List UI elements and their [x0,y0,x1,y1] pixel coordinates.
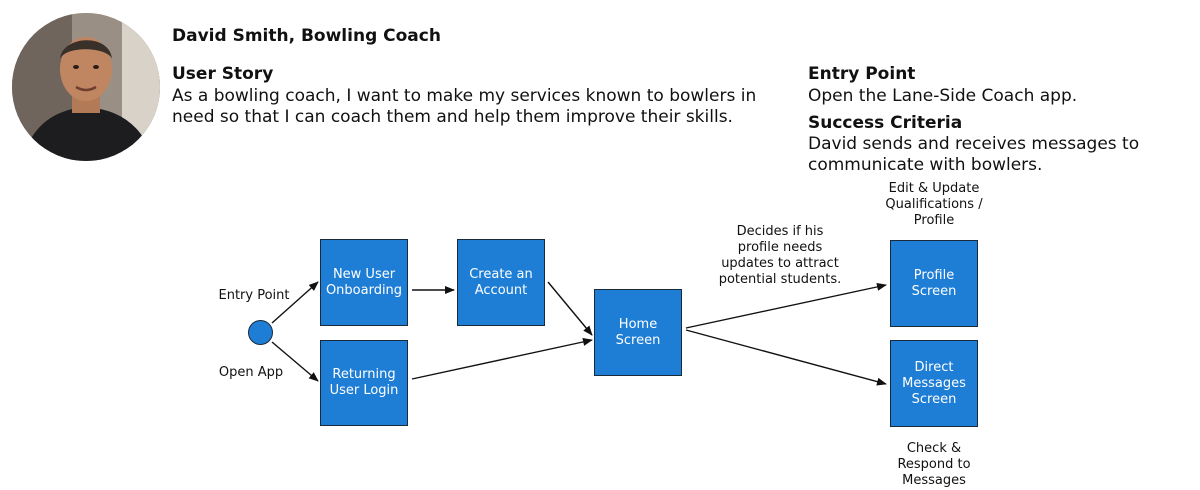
arrow-create-to-home [547,281,593,336]
persona-name: David Smith, Bowling Coach [172,26,441,46]
node-label: Direct Messages Screen [902,359,966,407]
start-node [248,320,273,345]
node-label: Home Screen [615,316,661,348]
arrow-home-to-dm [685,329,887,386]
open-app-label: Open App [218,365,284,380]
direct-messages-screen-node: Direct Messages Screen [890,340,978,427]
user-story-text: As a bowling coach, I want to make my se… [172,86,757,127]
new-user-onboarding-node: New User Onboarding [320,239,408,326]
decides-annotation: Decides if his profile needs updates to … [718,224,842,287]
entry-point-label: Entry Point [218,288,290,303]
node-label: Profile Screen [911,267,957,299]
entry-point-title: Entry Point [808,64,916,84]
create-account-node: Create an Account [457,239,545,326]
arrow-login-to-home [411,337,593,380]
profile-screen-node: Profile Screen [890,240,978,327]
user-story-title: User Story [172,64,274,84]
success-criteria-title: Success Criteria [808,113,963,133]
check-messages-annotation: Check & Respond to Messages [897,441,971,488]
edit-profile-annotation: Edit & Update Qualifications / Profile [885,181,983,228]
avatar [12,13,160,161]
arrow-home-to-profile [685,282,887,329]
avatar-photo [12,13,160,161]
home-screen-node: Home Screen [594,289,682,376]
node-label: New User Onboarding [325,266,403,298]
returning-user-login-node: Returning User Login [320,340,408,426]
entry-point-text: Open the Lane-Side Coach app. [808,86,1078,106]
node-label: Returning User Login [329,367,399,398]
success-criteria-text: David sends and receives messages to com… [808,134,1140,175]
node-label: Create an Account [469,266,533,298]
